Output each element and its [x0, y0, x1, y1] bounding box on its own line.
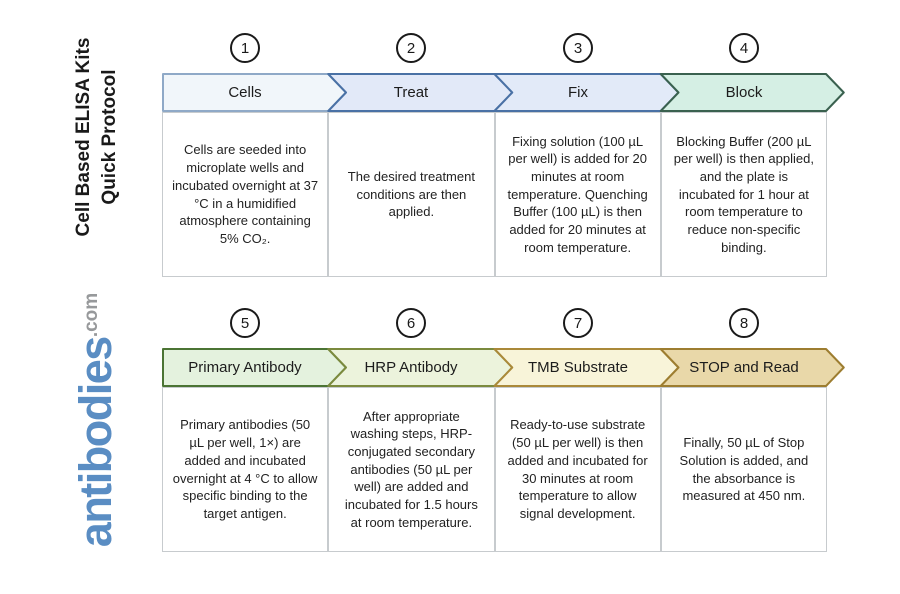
- step-4-circle: 4: [729, 33, 759, 63]
- step-8-circle: 8: [729, 308, 759, 338]
- step-4-label: Block: [725, 84, 763, 101]
- title-line-2: Quick Protocol: [99, 69, 120, 205]
- description-boxes-row1: Cells are seeded into microplate wells a…: [162, 112, 827, 277]
- step-7-label: TMB Substrate: [527, 359, 629, 376]
- title-line-1: Cell Based ELISA Kits: [73, 37, 94, 237]
- step-3-circle: 3: [563, 33, 593, 63]
- step-1-label: Cells: [228, 84, 262, 101]
- step-number-circles-row2: 5 6 7 8: [162, 308, 845, 338]
- step-number-circles-row1: 1 2 3 4: [162, 33, 845, 63]
- step-3-label: Fix: [568, 84, 588, 101]
- protocol-row-2: 5 6 7 8 Primary Antibody HRP Antibody TM…: [162, 308, 845, 552]
- step-4-description: Blocking Buffer (200 µL per well) is the…: [660, 112, 827, 277]
- step-8-label: STOP and Read: [689, 359, 799, 376]
- arrow-labels-row2: Primary Antibody HRP Antibody TMB Substr…: [162, 348, 845, 387]
- step-8-description: Finally, 50 µL of Stop Solution is added…: [660, 387, 827, 552]
- step-5-label: Primary Antibody: [188, 359, 302, 376]
- brand-logo: antibodies.com: [70, 260, 122, 580]
- vertical-title: Cell Based ELISA Kits Quick Protocol: [71, 32, 123, 242]
- arrow-band-row2: Primary Antibody HRP Antibody TMB Substr…: [162, 348, 845, 387]
- logo-wordmark: antibodies: [70, 337, 121, 548]
- arrow-shapes-row2: [162, 348, 845, 387]
- step-1-circle: 1: [230, 33, 260, 63]
- logo-domain-suffix: .com: [81, 292, 102, 338]
- step-4-arrow-shape: [659, 73, 845, 112]
- description-boxes-row2: Primary antibodies (50 µL per well, 1×) …: [162, 387, 827, 552]
- step-6-circle: 6: [396, 308, 426, 338]
- arrow-band-row1: Cells Treat Fix Block: [162, 73, 845, 112]
- protocol-row-1: 1 2 3 4 Cells Treat Fix Block Cells are …: [162, 33, 845, 277]
- step-5-description: Primary antibodies (50 µL per well, 1×) …: [162, 387, 329, 552]
- step-2-description: The desired treatment conditions are the…: [328, 112, 495, 277]
- step-6-label: HRP Antibody: [364, 359, 458, 376]
- step-2-label: Treat: [393, 84, 429, 101]
- step-6-description: After appropriate washing steps, HRP-con…: [328, 387, 495, 552]
- step-7-circle: 7: [563, 308, 593, 338]
- step-5-circle: 5: [230, 308, 260, 338]
- step-2-circle: 2: [396, 33, 426, 63]
- arrow-labels-row1: Cells Treat Fix Block: [162, 73, 845, 112]
- arrow-shapes-row1: [162, 73, 845, 112]
- step-8-arrow-shape: [659, 348, 845, 387]
- step-7-description: Ready-to-use substrate (50 µL per well) …: [494, 387, 661, 552]
- step-3-description: Fixing solution (100 µL per well) is add…: [494, 112, 661, 277]
- step-1-description: Cells are seeded into microplate wells a…: [162, 112, 329, 277]
